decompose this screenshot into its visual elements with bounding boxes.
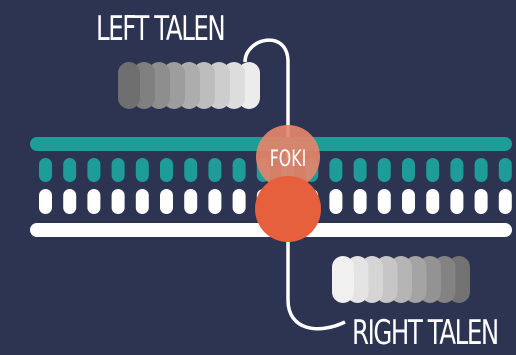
top-strand-base: [111, 158, 125, 182]
top-strand-base: [87, 158, 101, 182]
top-strand-base: [39, 158, 52, 182]
top-strand-base: [329, 158, 343, 182]
bottom-strand-base: [232, 189, 246, 214]
left-talen-repeats: [118, 62, 260, 109]
top-strand-base: [426, 158, 440, 182]
top-strand-base: [377, 158, 391, 182]
top-strand-base: [402, 158, 415, 182]
top-strand-base: [135, 158, 149, 182]
bottom-strand-base: [450, 189, 464, 214]
top-strand-base: [498, 158, 512, 182]
bottom-strand-base: [474, 189, 488, 214]
bottom-strand-base: [426, 189, 440, 214]
left-talen-repeat: [118, 62, 140, 109]
bottom-strand-base: [498, 189, 512, 214]
top-strand-base: [63, 158, 77, 182]
top-strand-base: [208, 158, 222, 182]
right-talen-repeat: [332, 256, 354, 303]
bottom-strand-base: [353, 189, 367, 214]
bottom-strand-base: [184, 189, 198, 214]
top-strand-base: [353, 158, 367, 182]
right-talen-label: RIGHT TALEN: [352, 313, 499, 353]
foki-domain-lower: [255, 176, 321, 242]
top-strand-base: [160, 158, 173, 182]
left-talen-linker: [243, 38, 290, 160]
top-strand-base: [184, 158, 198, 182]
right-talen-repeats: [332, 256, 470, 303]
bottom-strand-base: [111, 189, 125, 214]
bottom-strand-base: [39, 189, 52, 214]
top-strand-base: [474, 158, 488, 182]
bottom-strand-base: [329, 189, 343, 214]
bottom-strand-base: [135, 189, 149, 214]
top-strand-base: [232, 158, 246, 182]
left-talen-label: LEFT TALEN: [96, 9, 226, 49]
top-strand-base: [450, 158, 464, 182]
bottom-strand-base: [402, 189, 415, 214]
right-talen-linker: [286, 200, 346, 331]
foki-label: FOKI: [270, 145, 307, 171]
bottom-strand-base: [63, 189, 77, 214]
bottom-strand-base: [208, 189, 222, 214]
bottom-strand-bases: [39, 189, 512, 214]
bottom-strand-base: [160, 189, 173, 214]
bottom-strand-base: [377, 189, 391, 214]
foki-domain-upper: [256, 125, 320, 189]
bottom-strand-base: [87, 189, 101, 214]
